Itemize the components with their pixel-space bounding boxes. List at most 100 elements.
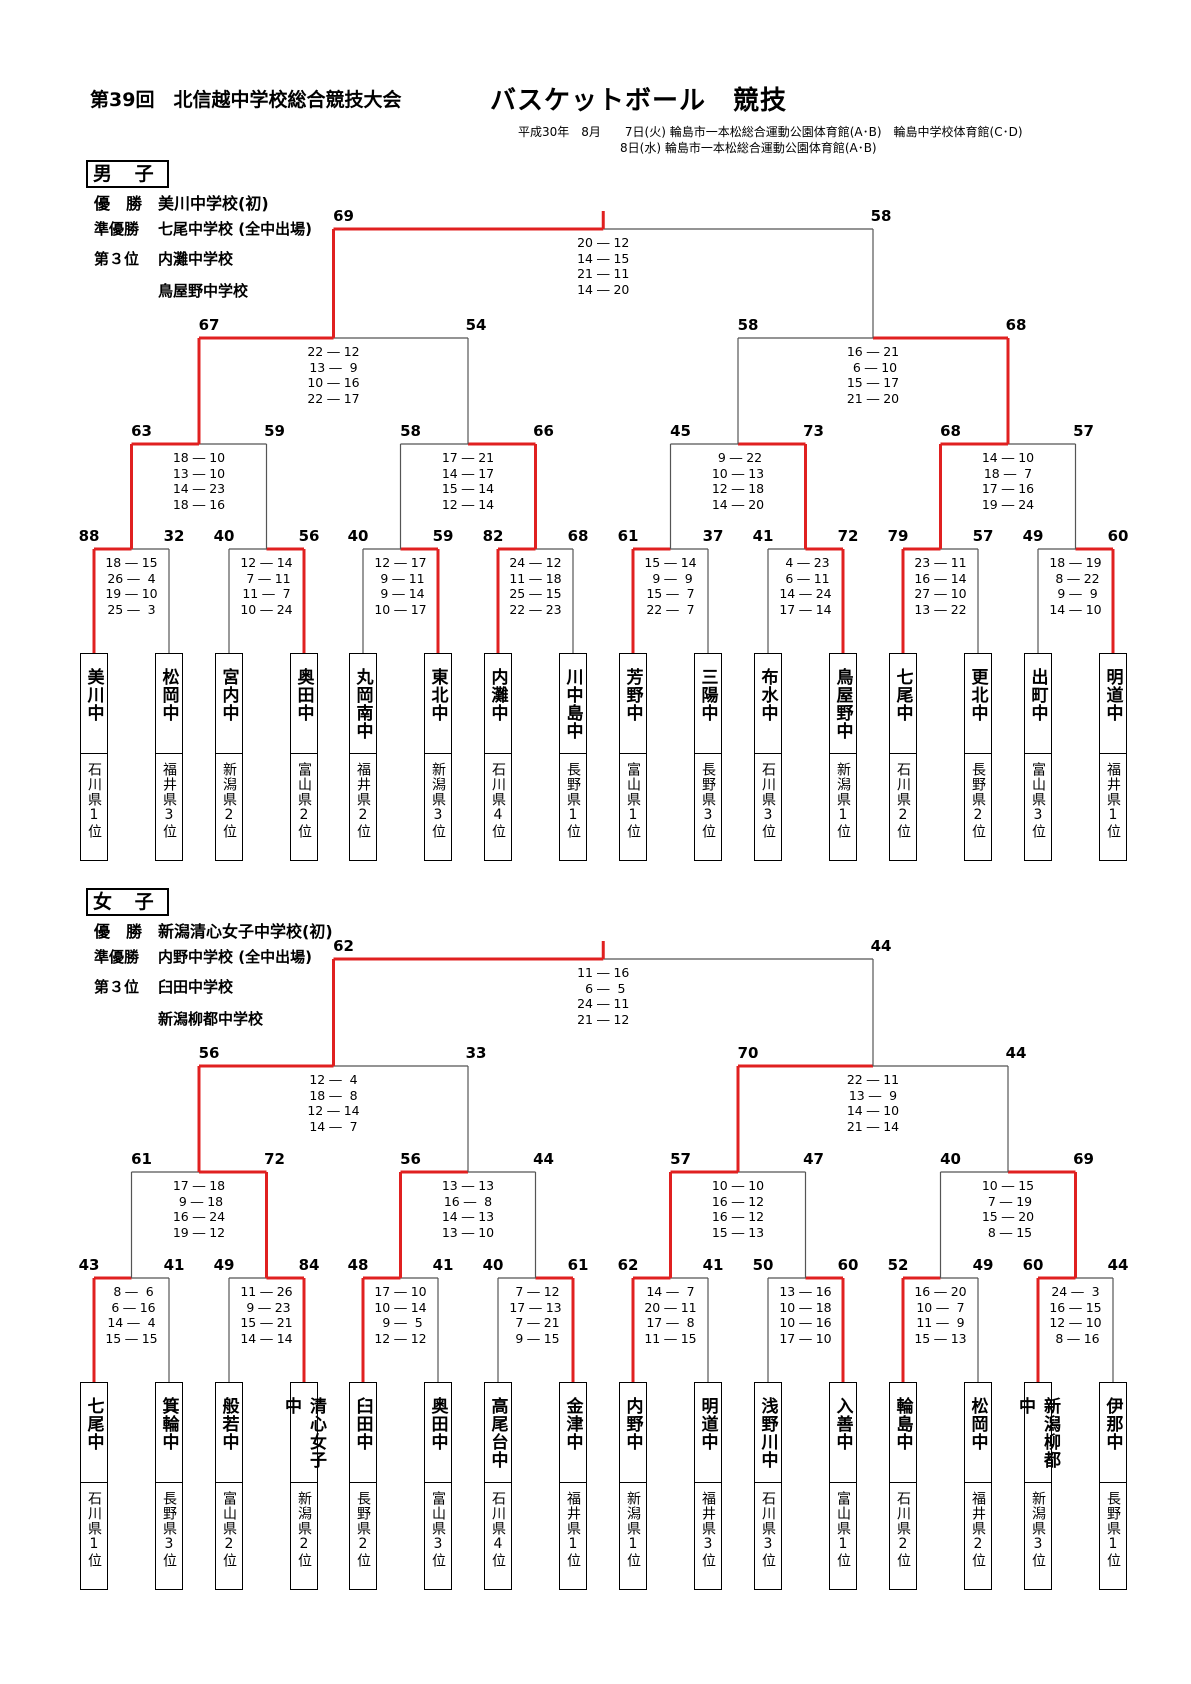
boys-team-box: 明道中福井県1位 <box>1099 653 1127 861</box>
girls-score-left: 40 <box>482 1256 504 1274</box>
boys-score-left: 69 <box>333 207 354 225</box>
girls-team-prefecture: 福井県3位 <box>700 1491 716 1568</box>
girls-set-scores: 12 ― 4 18 ― 8 12 ― 14 14 ― 7 <box>307 1072 360 1134</box>
girls-team-box: 清心女子中新潟県2位 <box>281 1382 326 1590</box>
girls-score-right: 44 <box>870 937 892 955</box>
girls-set-scores: 11 ― 16 6 ― 5 24 ― 11 21 ― 12 <box>577 965 630 1027</box>
boys-team-box: 七尾中石川県2位 <box>889 653 917 861</box>
boys-team-prefecture: 福井県1位 <box>1105 762 1121 839</box>
girls-champion-label: 優 勝 <box>94 922 143 941</box>
girls-team-name: 高尾台中 <box>485 1383 511 1483</box>
boys-team-box: 松岡中福井県3位 <box>155 653 183 861</box>
sport-title: バスケットボール 競技 <box>490 86 788 116</box>
boys-team-name: 七尾中 <box>890 654 916 754</box>
boys-team-name: 布水中 <box>755 654 781 754</box>
boys-score-left: 49 <box>1022 527 1044 545</box>
girls-team-name: 般若中 <box>216 1383 242 1483</box>
boys-team-prefecture: 石川県3位 <box>760 762 776 839</box>
boys-set-scores: 12 ― 17 9 ― 11 9 ― 14 10 ― 17 <box>374 555 427 617</box>
boys-score-right: 68 <box>1005 316 1027 334</box>
boys-score-right: 60 <box>1107 527 1129 545</box>
boys-team-name: 三陽中 <box>695 654 721 754</box>
girls-team-box: 明道中福井県3位 <box>694 1382 722 1590</box>
boys-score-left: 63 <box>131 422 152 440</box>
boys-team-box: 内灘中石川県4位 <box>484 653 512 861</box>
boys-team-prefecture: 石川県2位 <box>895 762 911 839</box>
boys-set-scores: 15 ― 14 9 ― 9 15 ― 7 22 ― 7 <box>644 555 697 617</box>
boys-score-left: 45 <box>670 422 691 440</box>
girls-team-name: 奥田中 <box>425 1383 451 1483</box>
boys-score-right: 54 <box>465 316 487 334</box>
girls-third-2: 新潟柳都中学校 <box>158 1010 264 1028</box>
boys-runnerup: 七尾中学校 (全中出場) <box>158 220 312 238</box>
girls-score-left: 57 <box>670 1150 691 1168</box>
girls-score-left: 48 <box>347 1256 369 1274</box>
boys-score-left: 79 <box>887 527 909 545</box>
boys-score-left: 68 <box>940 422 961 440</box>
boys-runnerup-label: 準優勝 <box>94 220 140 238</box>
girls-team-name: 明道中 <box>695 1383 721 1483</box>
boys-score-left: 88 <box>78 527 100 545</box>
boys-set-scores: 23 ― 11 16 ― 14 27 ― 10 13 ― 22 <box>914 555 967 617</box>
boys-team-box: 鳥屋野中新潟県1位 <box>829 653 857 861</box>
boys-team-prefecture: 新潟県1位 <box>835 762 851 839</box>
boys-team-prefecture: 新潟県2位 <box>221 762 237 839</box>
girls-team-name: 輪島中 <box>890 1383 916 1483</box>
girls-set-scores: 17 ― 18 9 ― 18 16 ― 24 19 ― 12 <box>172 1178 226 1240</box>
girls-score-right: 44 <box>533 1150 554 1168</box>
boys-champion: 美川中学校(初) <box>158 194 269 213</box>
boys-champion-label: 優 勝 <box>94 194 143 213</box>
boys-score-left: 41 <box>752 527 774 545</box>
girls-score-right: 47 <box>803 1150 824 1168</box>
girls-score-left: 62 <box>333 937 354 955</box>
boys-score-left: 40 <box>213 527 235 545</box>
girls-set-scores: 10 ― 10 16 ― 12 16 ― 12 15 ― 13 <box>711 1178 765 1240</box>
boys-team-box: 更北中長野県2位 <box>964 653 992 861</box>
girls-team-prefecture: 富山県3位 <box>430 1491 446 1568</box>
girls-team-name: 浅野川中 <box>755 1383 781 1483</box>
girls-team-prefecture: 石川県1位 <box>86 1491 102 1568</box>
boys-score-right: 32 <box>163 527 185 545</box>
boys-third-label: 第３位 <box>94 250 140 268</box>
girls-team-box: 七尾中石川県1位 <box>80 1382 108 1590</box>
girls-team-box: 箕輪中長野県3位 <box>155 1382 183 1590</box>
girls-score-left: 52 <box>887 1256 909 1274</box>
boys-score-right: 58 <box>870 207 892 225</box>
boys-section-label: 男 子 <box>86 160 169 188</box>
boys-team-prefecture: 石川県1位 <box>86 762 102 839</box>
girls-team-prefecture: 富山県1位 <box>835 1491 851 1568</box>
girls-team-box: 輪島中石川県2位 <box>889 1382 917 1590</box>
boys-score-right: 56 <box>298 527 320 545</box>
girls-third-label: 第３位 <box>94 978 140 996</box>
girls-team-prefecture: 新潟県2位 <box>296 1491 312 1568</box>
girls-score-right: 44 <box>1107 1256 1129 1274</box>
tournament-title: 第39回 北信越中学校総合競技大会 <box>90 89 402 111</box>
boys-team-box: 三陽中長野県3位 <box>694 653 722 861</box>
girls-team-prefecture: 長野県1位 <box>1105 1491 1121 1568</box>
boys-score-right: 66 <box>533 422 554 440</box>
boys-team-box: 芳野中富山県1位 <box>619 653 647 861</box>
girls-score-left: 40 <box>940 1150 961 1168</box>
girls-score-right: 44 <box>1005 1044 1027 1062</box>
girls-team-box: 松岡中福井県2位 <box>964 1382 992 1590</box>
girls-champion: 新潟清心女子中学校(初) <box>158 922 333 941</box>
girls-team-name: 松岡中 <box>965 1383 991 1483</box>
girls-score-left: 61 <box>131 1150 152 1168</box>
girls-score-left: 62 <box>617 1256 639 1274</box>
girls-team-box: 奥田中富山県3位 <box>424 1382 452 1590</box>
girls-score-right: 60 <box>837 1256 859 1274</box>
boys-set-scores: 9 ― 22 10 ― 13 12 ― 18 14 ― 20 <box>711 450 765 512</box>
venue-line-2: 8日(水) 輪島市一本松総合運動公園体育館(A･B) <box>620 141 877 155</box>
girls-team-box: 新潟柳都中新潟県3位 <box>1015 1382 1060 1590</box>
girls-section-label: 女 子 <box>86 888 169 916</box>
girls-team-prefecture: 福井県2位 <box>970 1491 986 1568</box>
girls-team-prefecture: 石川県2位 <box>895 1491 911 1568</box>
boys-team-prefecture: 石川県4位 <box>490 762 506 839</box>
boys-team-name: 美川中 <box>81 654 107 754</box>
boys-score-left: 67 <box>198 316 220 334</box>
boys-team-box: 布水中石川県3位 <box>754 653 782 861</box>
girls-team-box: 般若中富山県2位 <box>215 1382 243 1590</box>
boys-set-scores: 20 ― 12 14 ― 15 21 ― 11 14 ― 20 <box>577 235 630 297</box>
boys-team-box: 美川中石川県1位 <box>80 653 108 861</box>
girls-runnerup-label: 準優勝 <box>94 948 140 966</box>
